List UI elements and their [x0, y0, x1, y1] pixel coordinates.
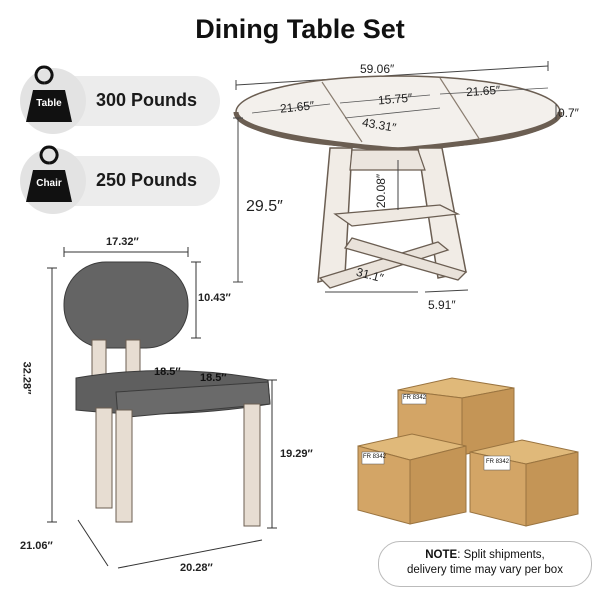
chair-back-height: 10.43′′ [198, 292, 231, 304]
table-total-length: 59.06″ [360, 62, 395, 76]
chair-weight-tag: Chair [36, 178, 62, 189]
chair-weight-value: 250 Pounds [96, 170, 198, 190]
chair-seat-height: 19.29′′ [280, 448, 313, 460]
box-label-left: FR 8342 [363, 454, 387, 460]
note-label: NOTE [425, 549, 458, 561]
shipping-box-left [357, 433, 467, 525]
chair-width: 20.28′′ [180, 562, 213, 574]
chair-back-width: 17.32′′ [106, 236, 139, 248]
chair-depth: 21.06′′ [20, 540, 53, 552]
chair-seat-depth: 18.5′′ [154, 366, 181, 378]
page-title: Dining Table Set [195, 14, 405, 44]
box-label-right: FR 8342 [486, 459, 510, 465]
table-weight-tag: Table [36, 98, 62, 109]
table-weight-value: 300 Pounds [96, 90, 198, 110]
table-height: 29.5″ [246, 198, 283, 215]
box-label-top: FR 8342 [403, 395, 427, 401]
shipping-note: NOTE: Split shipments, delivery time may… [378, 541, 592, 587]
note-line1: : Split shipments, [457, 549, 545, 561]
note-line2: delivery time may vary per box [407, 564, 563, 576]
shipping-box-right [469, 439, 579, 527]
table-thickness: 0.7″ [558, 106, 579, 120]
table-leg-width: 5.91″ [428, 298, 456, 312]
chair-seat-width: 18.5′′ [200, 372, 227, 384]
